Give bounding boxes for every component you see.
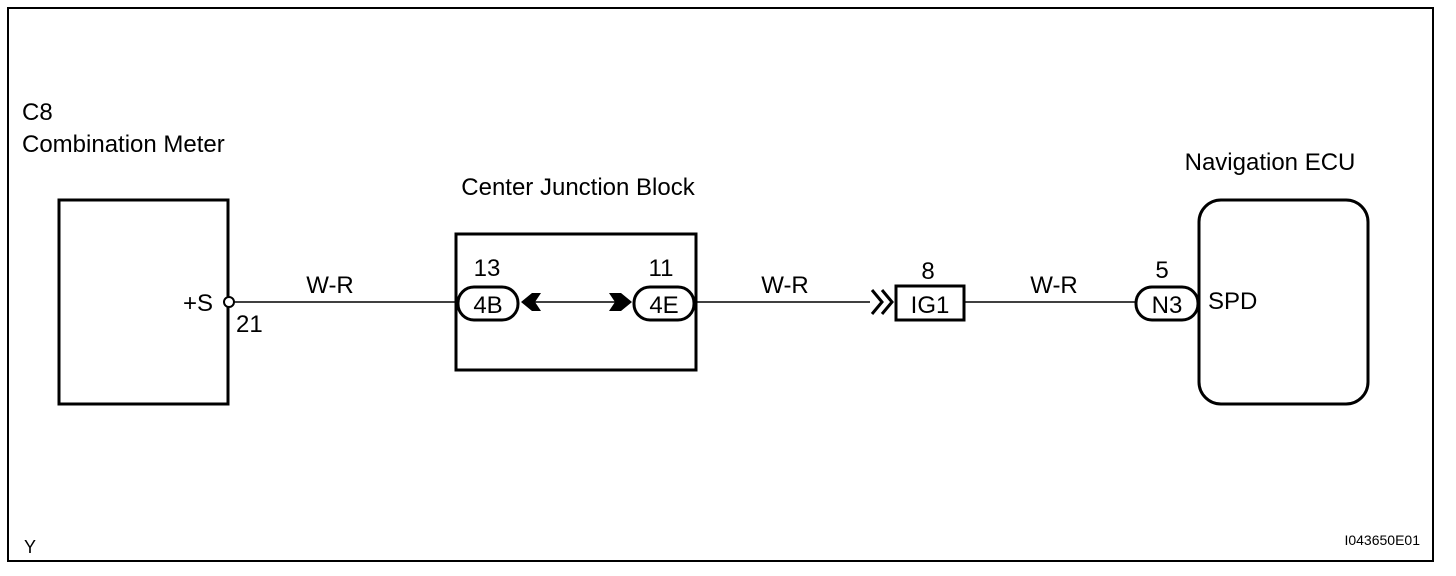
jb-left-connector-code: 4B xyxy=(473,292,502,319)
jb-right-arrow-icon xyxy=(609,293,632,311)
ecu-connector-code: N3 xyxy=(1152,292,1183,319)
ecu-connector-badge xyxy=(1134,285,1200,322)
jb-left-pin-number: 13 xyxy=(474,255,501,282)
ig1-chevron-icon xyxy=(880,289,894,315)
diagram-frame xyxy=(7,7,1434,562)
jb-right-connector-code: 4E xyxy=(649,292,678,319)
meter-terminal-label: +S xyxy=(183,290,213,317)
jb-right-connector-badge xyxy=(632,285,696,322)
meter-code: C8 xyxy=(22,99,53,126)
meter-terminal-icon xyxy=(223,296,235,308)
ecu-terminal-label: SPD xyxy=(1208,288,1257,315)
jb-left-arrow-icon xyxy=(521,293,541,311)
jb-right-pin-number: 11 xyxy=(649,255,674,282)
wire-color-label: W-R xyxy=(761,272,809,299)
ecu-pin-number: 5 xyxy=(1155,257,1168,284)
ig1-connector-box xyxy=(894,284,966,322)
jb-left-connector-badge xyxy=(456,285,520,322)
ig1-chevron-icon xyxy=(870,289,884,315)
footer-left-mark: Y xyxy=(24,537,36,557)
wire-color-label: W-R xyxy=(306,272,354,299)
ig1-connector-code: IG1 xyxy=(911,292,950,319)
wire-color-label: W-R xyxy=(1030,272,1078,299)
navigation-ecu-title: Navigation ECU xyxy=(1185,149,1356,176)
meter-pin-number: 21 xyxy=(236,311,263,338)
figure-id: I043650E01 xyxy=(1344,532,1420,548)
meter-name: Combination Meter xyxy=(22,131,225,158)
ig1-pin-number: 8 xyxy=(921,258,934,285)
junction-block-title: Center Junction Block xyxy=(461,174,695,201)
